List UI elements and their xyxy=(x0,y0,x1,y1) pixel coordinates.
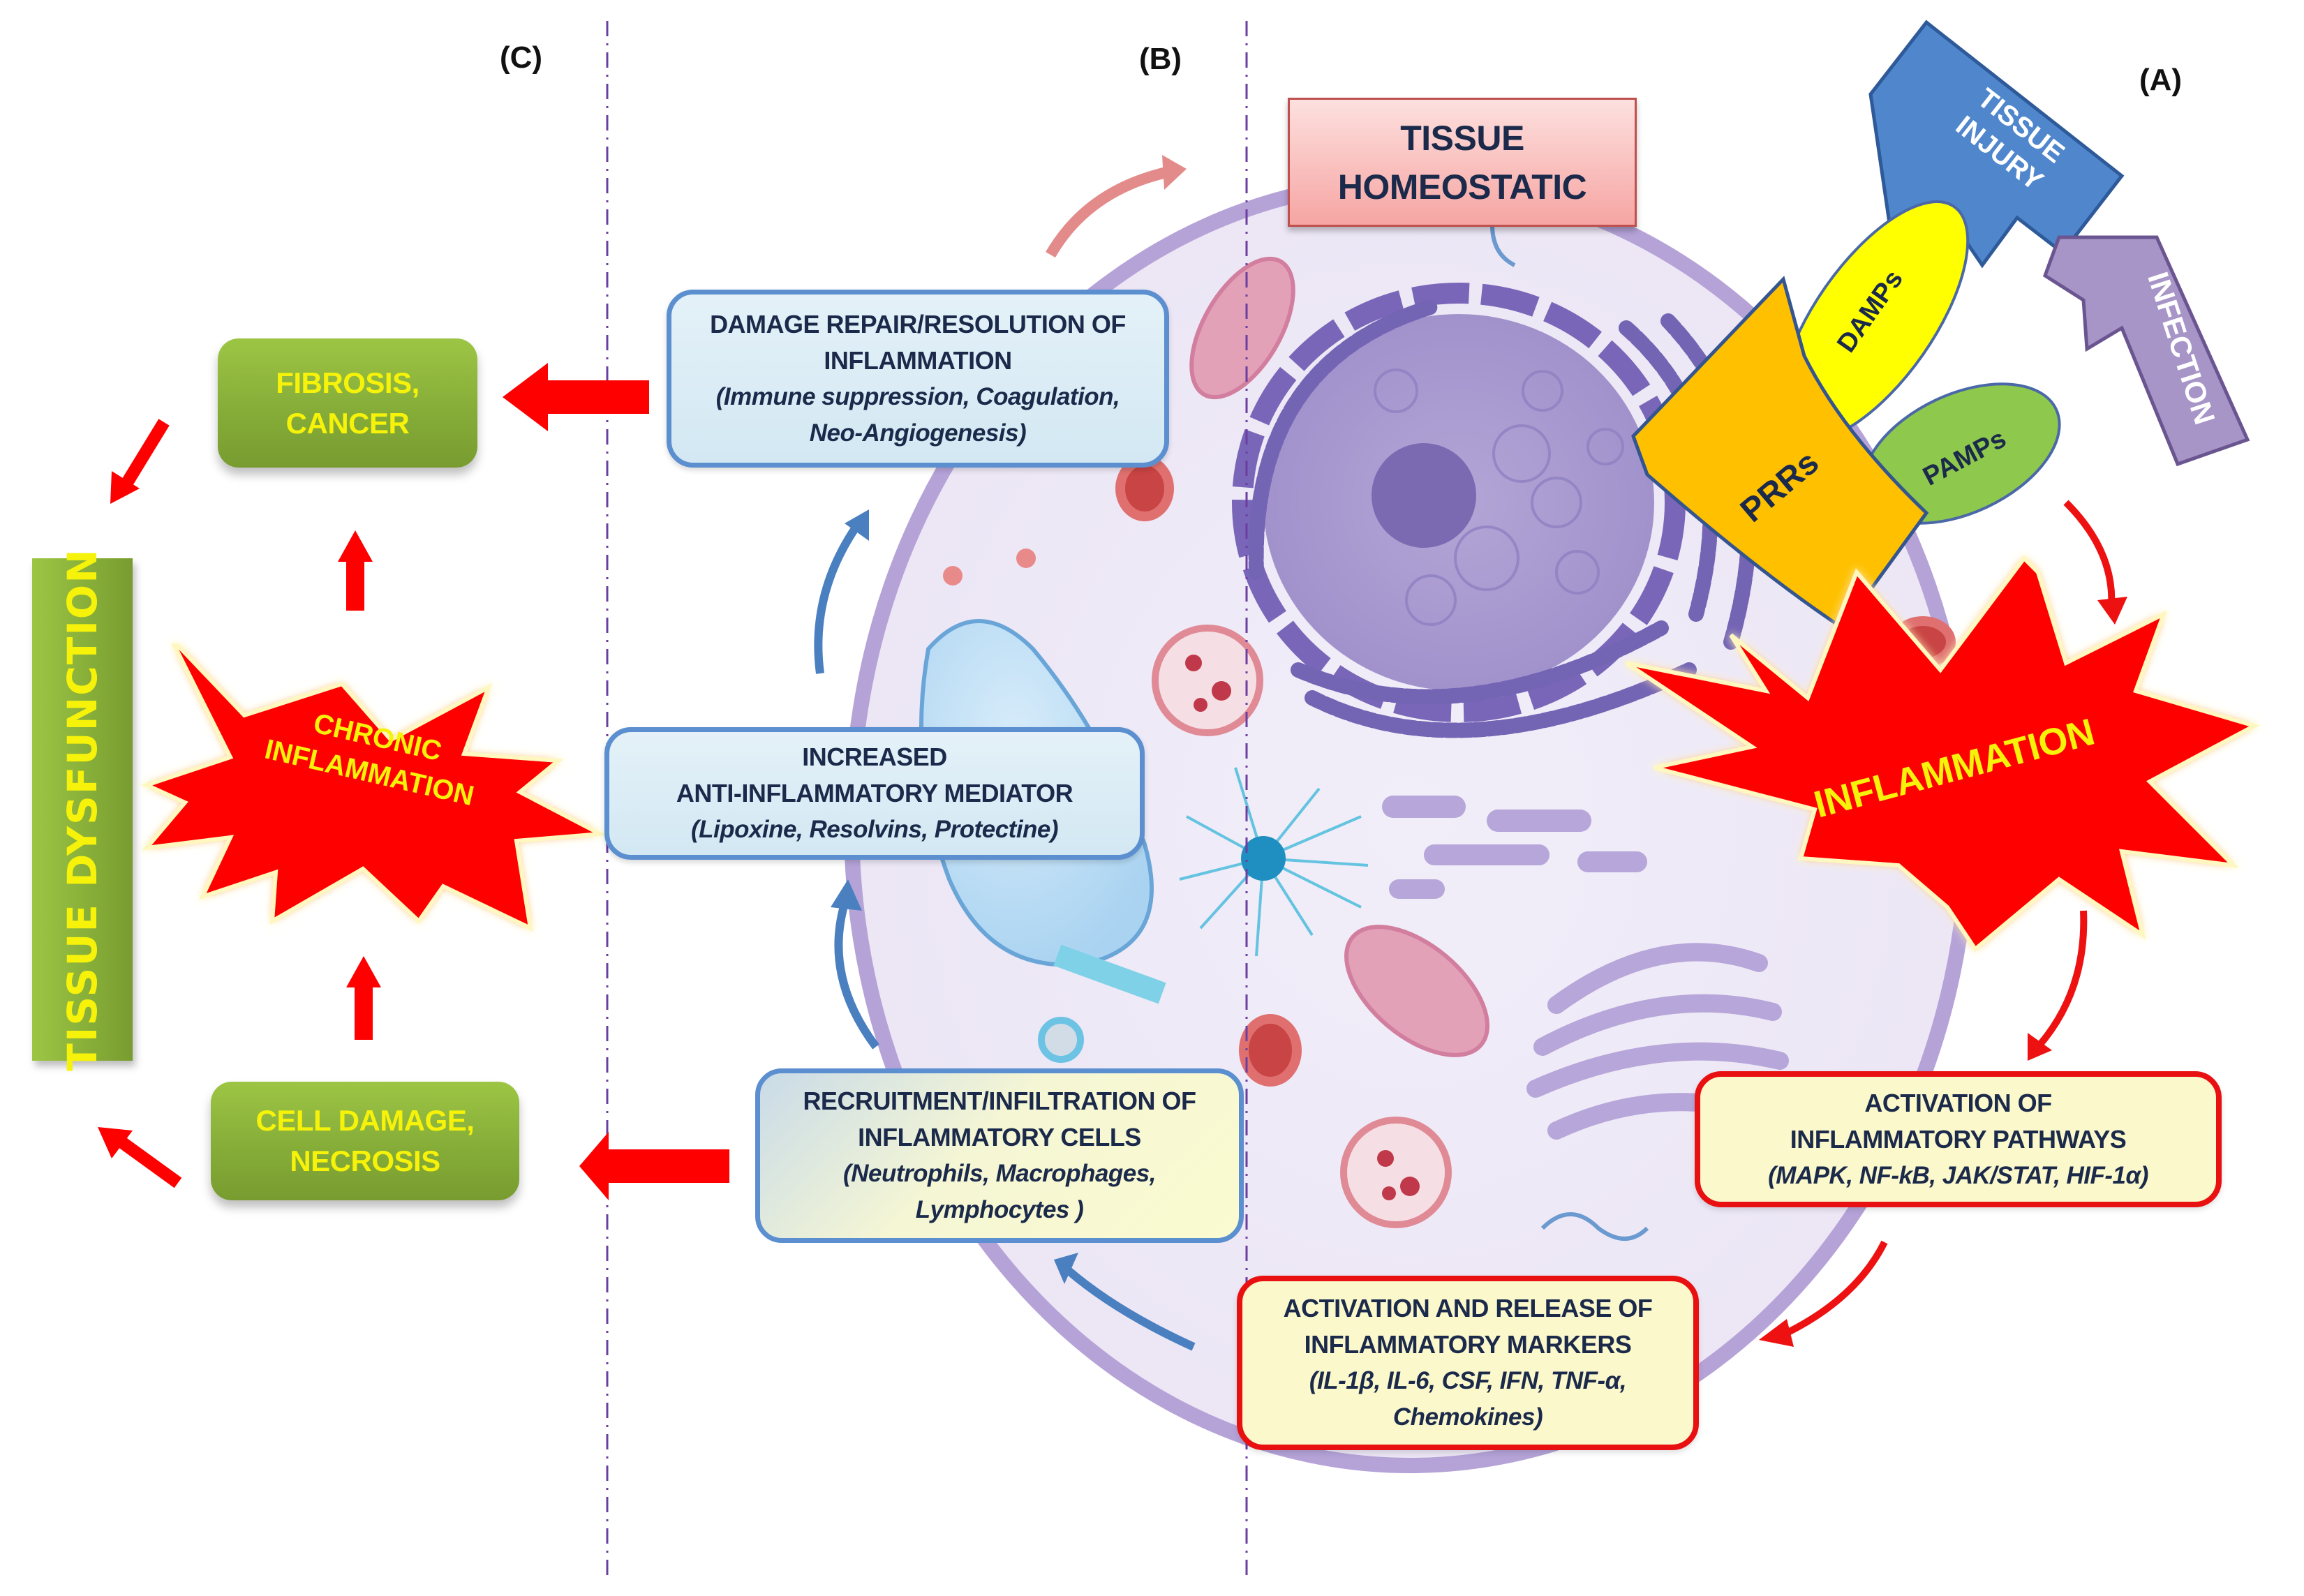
panel-label-b: (B) xyxy=(1139,42,1182,76)
panel-label-a: (A) xyxy=(2139,63,2183,97)
recruitment-box: RECRUITMENT/INFILTRATION OF INFLAMMATORY… xyxy=(755,1068,1244,1243)
recruit-detail-line-2: Lymphocytes ) xyxy=(915,1196,1084,1223)
fibrosis-line-2: CANCER xyxy=(285,406,410,440)
nucleolus xyxy=(1372,443,1476,548)
infection-shape xyxy=(2042,235,2250,467)
tissue-homeostatic-line-2: HOMEOSTATIC xyxy=(1337,167,1587,207)
arrow-to-pathways xyxy=(2035,910,2088,1050)
nucleus-envelope xyxy=(1232,283,1686,722)
tissue-dysfunction-bar xyxy=(32,558,133,1061)
pathways-detail: (MAPK, NF-kB, JAK/STAT, HIF-1α) xyxy=(1768,1161,2148,1189)
arrow-cell-damage-to-dysfunction xyxy=(98,1127,182,1188)
chronic-inflammation-burst xyxy=(140,643,608,932)
recruit-title-line-1: RECRUITMENT/INFILTRATION OF xyxy=(803,1087,1196,1115)
tissue-homeostatic-box: TISSUE HOMEOSTATIC xyxy=(1288,98,1637,227)
arrow-fibrosis-to-dysfunction xyxy=(110,419,170,504)
cell-damage-line-1: CELL DAMAGE, xyxy=(255,1104,475,1137)
arrow-to-markers xyxy=(1785,1240,1888,1336)
arrow-to-damage-repair xyxy=(814,521,862,674)
markers-title-line-2: INFLAMMATORY MARKERS xyxy=(1304,1330,1632,1359)
recruit-title-line-2: INFLAMMATORY CELLS xyxy=(858,1123,1141,1151)
arrow-to-recruitment xyxy=(1065,1267,1196,1351)
mitochondrion xyxy=(1189,256,1489,1057)
markers-title-line-1: ACTIVATION AND RELEASE OF xyxy=(1283,1294,1653,1322)
inflammatory-markers-box: ACTIVATION AND RELEASE OF INFLAMMATORY M… xyxy=(1237,1276,1699,1450)
pathways-title-line-1: ACTIVATION OF xyxy=(1864,1088,2052,1117)
arrow-to-inflammation xyxy=(2063,500,2116,608)
inflammation-burst xyxy=(1625,555,2260,953)
tissue-homeostatic-line-1: TISSUE xyxy=(1400,118,1524,158)
anti-detail: (Lipoxine, Resolvins, Protectine) xyxy=(690,816,1059,843)
pathways-title-line-2: INFLAMMATORY PATHWAYS xyxy=(1790,1124,2127,1154)
repair-detail-line-2: Neo-Angiogenesis) xyxy=(809,419,1027,447)
anti-inflammatory-box: INCREASED ANTI-INFLAMMATORY MEDIATOR (Li… xyxy=(604,727,1145,860)
repair-detail-line-1: (Immune suppression, Coagulation, xyxy=(715,382,1120,410)
cell-damage-line-2: NECROSIS xyxy=(290,1144,440,1177)
markers-detail-line-1: (IL-1β, IL-6, CSF, IFN, TNF-α, xyxy=(1309,1367,1627,1394)
lysosome xyxy=(1152,625,1452,1228)
anti-title-line-1: INCREASED xyxy=(802,743,947,771)
damage-repair-box: DAMAGE REPAIR/RESOLUTION OF INFLAMMATION… xyxy=(667,290,1169,468)
repair-title-line-1: DAMAGE REPAIR/RESOLUTION OF xyxy=(710,309,1126,338)
fibrosis-line-1: FIBROSIS, xyxy=(276,366,419,399)
arrow-repair-to-fibrosis xyxy=(503,363,649,431)
panel-label-c: (C) xyxy=(500,40,543,75)
arrow-chronic-to-fibrosis xyxy=(338,530,373,611)
tissue-dysfunction-label: TISSUE DYSFUNCTION xyxy=(59,548,106,1071)
activation-pathways-box: ACTIVATION OF INFLAMMATORY PATHWAYS (MAP… xyxy=(1695,1071,2222,1207)
markers-detail-line-2: Chemokines) xyxy=(1392,1403,1543,1431)
arrow-to-anti-inflammatory xyxy=(834,902,879,1050)
anti-title-line-2: ANTI-INFLAMMATORY MEDIATOR xyxy=(676,779,1073,807)
cell-damage-box: CELL DAMAGE, NECROSIS xyxy=(211,1082,519,1200)
return-homeostasis-arrow xyxy=(1046,165,1174,258)
arrow-cell-damage-to-chronic xyxy=(346,956,381,1040)
recruit-detail-line-1: (Neutrophils, Macrophages, xyxy=(843,1160,1156,1187)
arrow-recruitment-to-cell-damage xyxy=(579,1132,729,1200)
fibrosis-cancer-box: FIBROSIS, CANCER xyxy=(218,338,477,468)
repair-title-line-2: INFLAMMATION xyxy=(824,345,1012,375)
